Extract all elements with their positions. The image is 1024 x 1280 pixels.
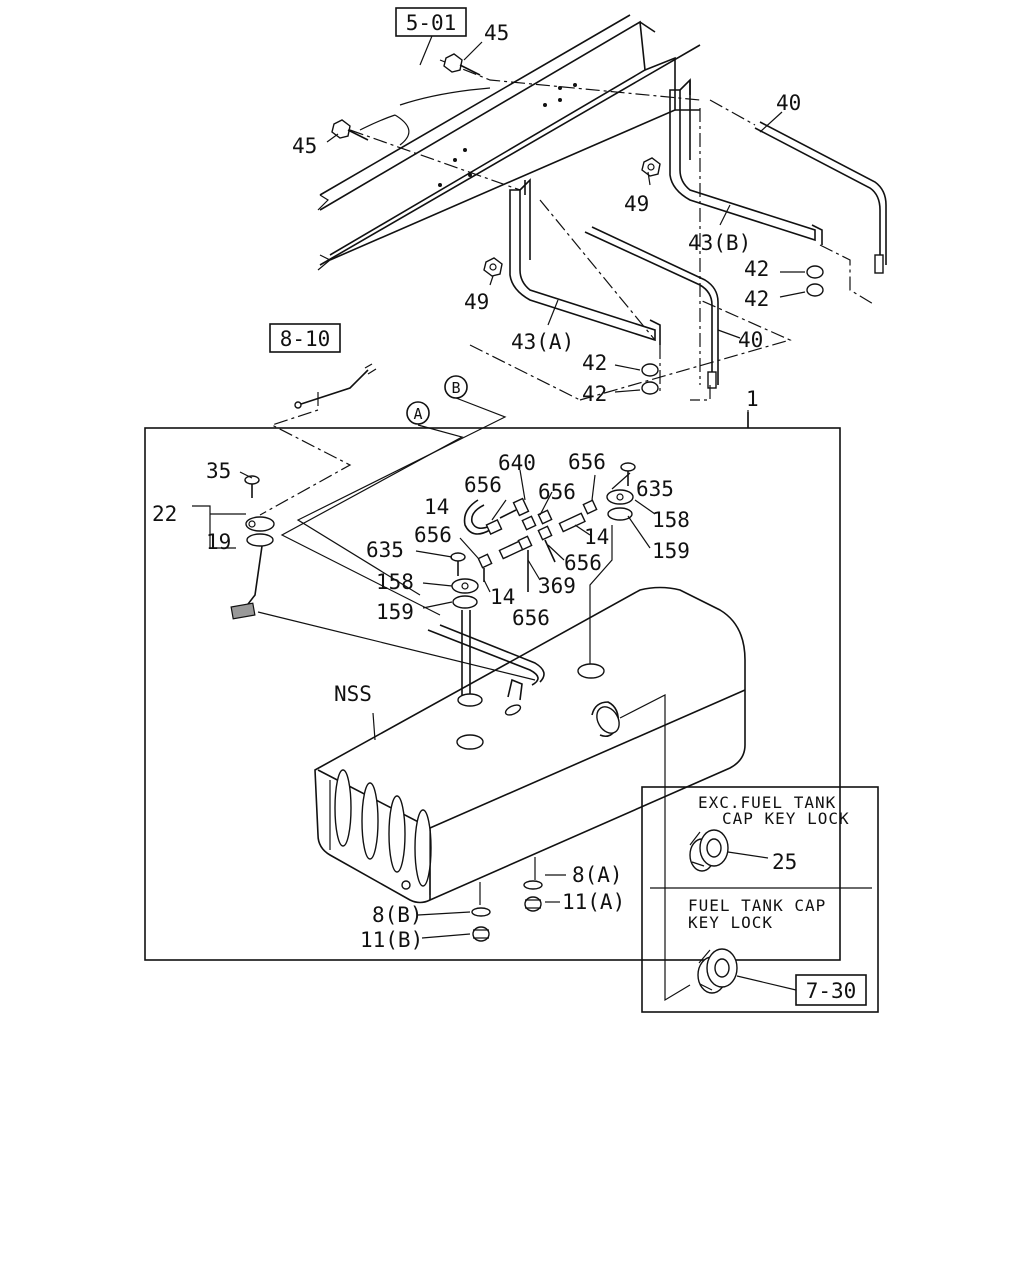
label-49-left: 49 — [464, 290, 489, 314]
label-40-top: 40 — [776, 91, 801, 115]
label-14-b: 14 — [584, 525, 609, 549]
frame-rail — [317, 14, 701, 271]
label-635-b: 635 — [366, 538, 404, 562]
label-25: 25 — [772, 850, 797, 874]
fuel-tank — [314, 586, 746, 1002]
inset-bottom-line2: KEY LOCK — [688, 913, 773, 932]
fuel-gauge-sender — [230, 516, 536, 681]
label-43b: 43(B) — [688, 231, 751, 255]
label-369: 369 — [538, 574, 576, 598]
bracket-43a — [509, 178, 661, 345]
label-158-a: 158 — [652, 508, 690, 532]
nut-49-left — [483, 257, 503, 277]
bolt-45-left — [331, 119, 369, 141]
nut-49-right — [641, 157, 661, 177]
inset-top-line1: EXC.FUEL TANK — [698, 793, 836, 812]
part-labels: 45 45 40 49 43(B) 42 42 49 43(A) 40 42 4… — [152, 21, 801, 952]
label-159-a: 159 — [652, 539, 690, 563]
fuel-cap-25 — [689, 829, 769, 872]
sensor-harness — [259, 363, 377, 516]
label-42-right-2: 42 — [744, 287, 769, 311]
circle-a: A — [406, 401, 430, 425]
hose-cluster — [463, 497, 598, 592]
fuel-cap-key-lock — [697, 948, 797, 994]
nuts-42-right — [806, 265, 824, 297]
label-656-b: 656 — [464, 473, 502, 497]
inset-bottom-line1: FUEL TANK CAP — [688, 896, 826, 915]
label-22: 22 — [152, 502, 177, 526]
line-a — [280, 424, 464, 616]
label-40-mid: 40 — [738, 328, 763, 352]
label-14-a: 14 — [424, 495, 449, 519]
label-42-mid-1: 42 — [582, 351, 607, 375]
label-159-b: 159 — [376, 600, 414, 624]
label-35: 35 — [206, 459, 231, 483]
label-leaders — [239, 35, 806, 939]
screw-35 — [244, 475, 260, 498]
strap-40-right — [754, 121, 887, 274]
ref-box-5-01[interactable]: 5-01 — [395, 7, 467, 37]
ref-7-30-label: 7-30 — [806, 979, 857, 1003]
bolt-45-top — [443, 53, 481, 76]
label-45-left: 45 — [292, 134, 317, 158]
label-nss: NSS — [334, 682, 372, 706]
label-158-b: 158 — [376, 570, 414, 594]
label-49-right: 49 — [624, 192, 649, 216]
inset-top-line2: CAP KEY LOCK — [722, 809, 850, 828]
tank-pipes — [427, 624, 545, 701]
bracket-22-19 — [192, 505, 236, 549]
svg-text:B: B — [451, 379, 460, 397]
fitting-158-159-left — [450, 552, 483, 707]
dashed-leaders-top — [349, 59, 876, 401]
label-42-mid-2: 42 — [582, 382, 607, 406]
label-11b: 11(B) — [360, 928, 423, 952]
label-45-top: 45 — [484, 21, 509, 45]
label-19: 19 — [206, 530, 231, 554]
drain-plugs — [471, 880, 543, 942]
nuts-42-mid — [641, 363, 659, 395]
label-635-a: 635 — [636, 477, 674, 501]
label-8a: 8(A) — [572, 863, 623, 887]
svg-text:A: A — [413, 405, 422, 423]
line-b — [296, 397, 507, 596]
ref-box-7-30[interactable]: 7-30 — [795, 974, 867, 1006]
ref-5-01-label: 5-01 — [406, 11, 457, 35]
ref-box-8-10[interactable]: 8-10 — [269, 323, 341, 353]
ref-8-10-label: 8-10 — [280, 327, 331, 351]
assembly-box — [144, 427, 841, 961]
label-8b: 8(B) — [372, 903, 423, 927]
label-14-c: 14 — [490, 585, 515, 609]
label-11a: 11(A) — [562, 890, 625, 914]
fitting-158-159-right — [589, 462, 636, 665]
fuel-cap-inset: EXC.FUEL TANK CAP KEY LOCK FUEL TANK CAP… — [641, 786, 879, 1013]
label-656-f: 656 — [512, 606, 550, 630]
label-656-a: 656 — [568, 450, 606, 474]
label-42-right-1: 42 — [744, 257, 769, 281]
label-43a: 43(A) — [511, 330, 574, 354]
label-656-c: 656 — [538, 480, 576, 504]
label-656-e: 656 — [564, 551, 602, 575]
bracket-43b — [669, 78, 823, 245]
circle-b: B — [444, 375, 468, 399]
label-640: 640 — [498, 451, 536, 475]
label-656-d: 656 — [414, 523, 452, 547]
label-1: 1 — [746, 387, 759, 411]
